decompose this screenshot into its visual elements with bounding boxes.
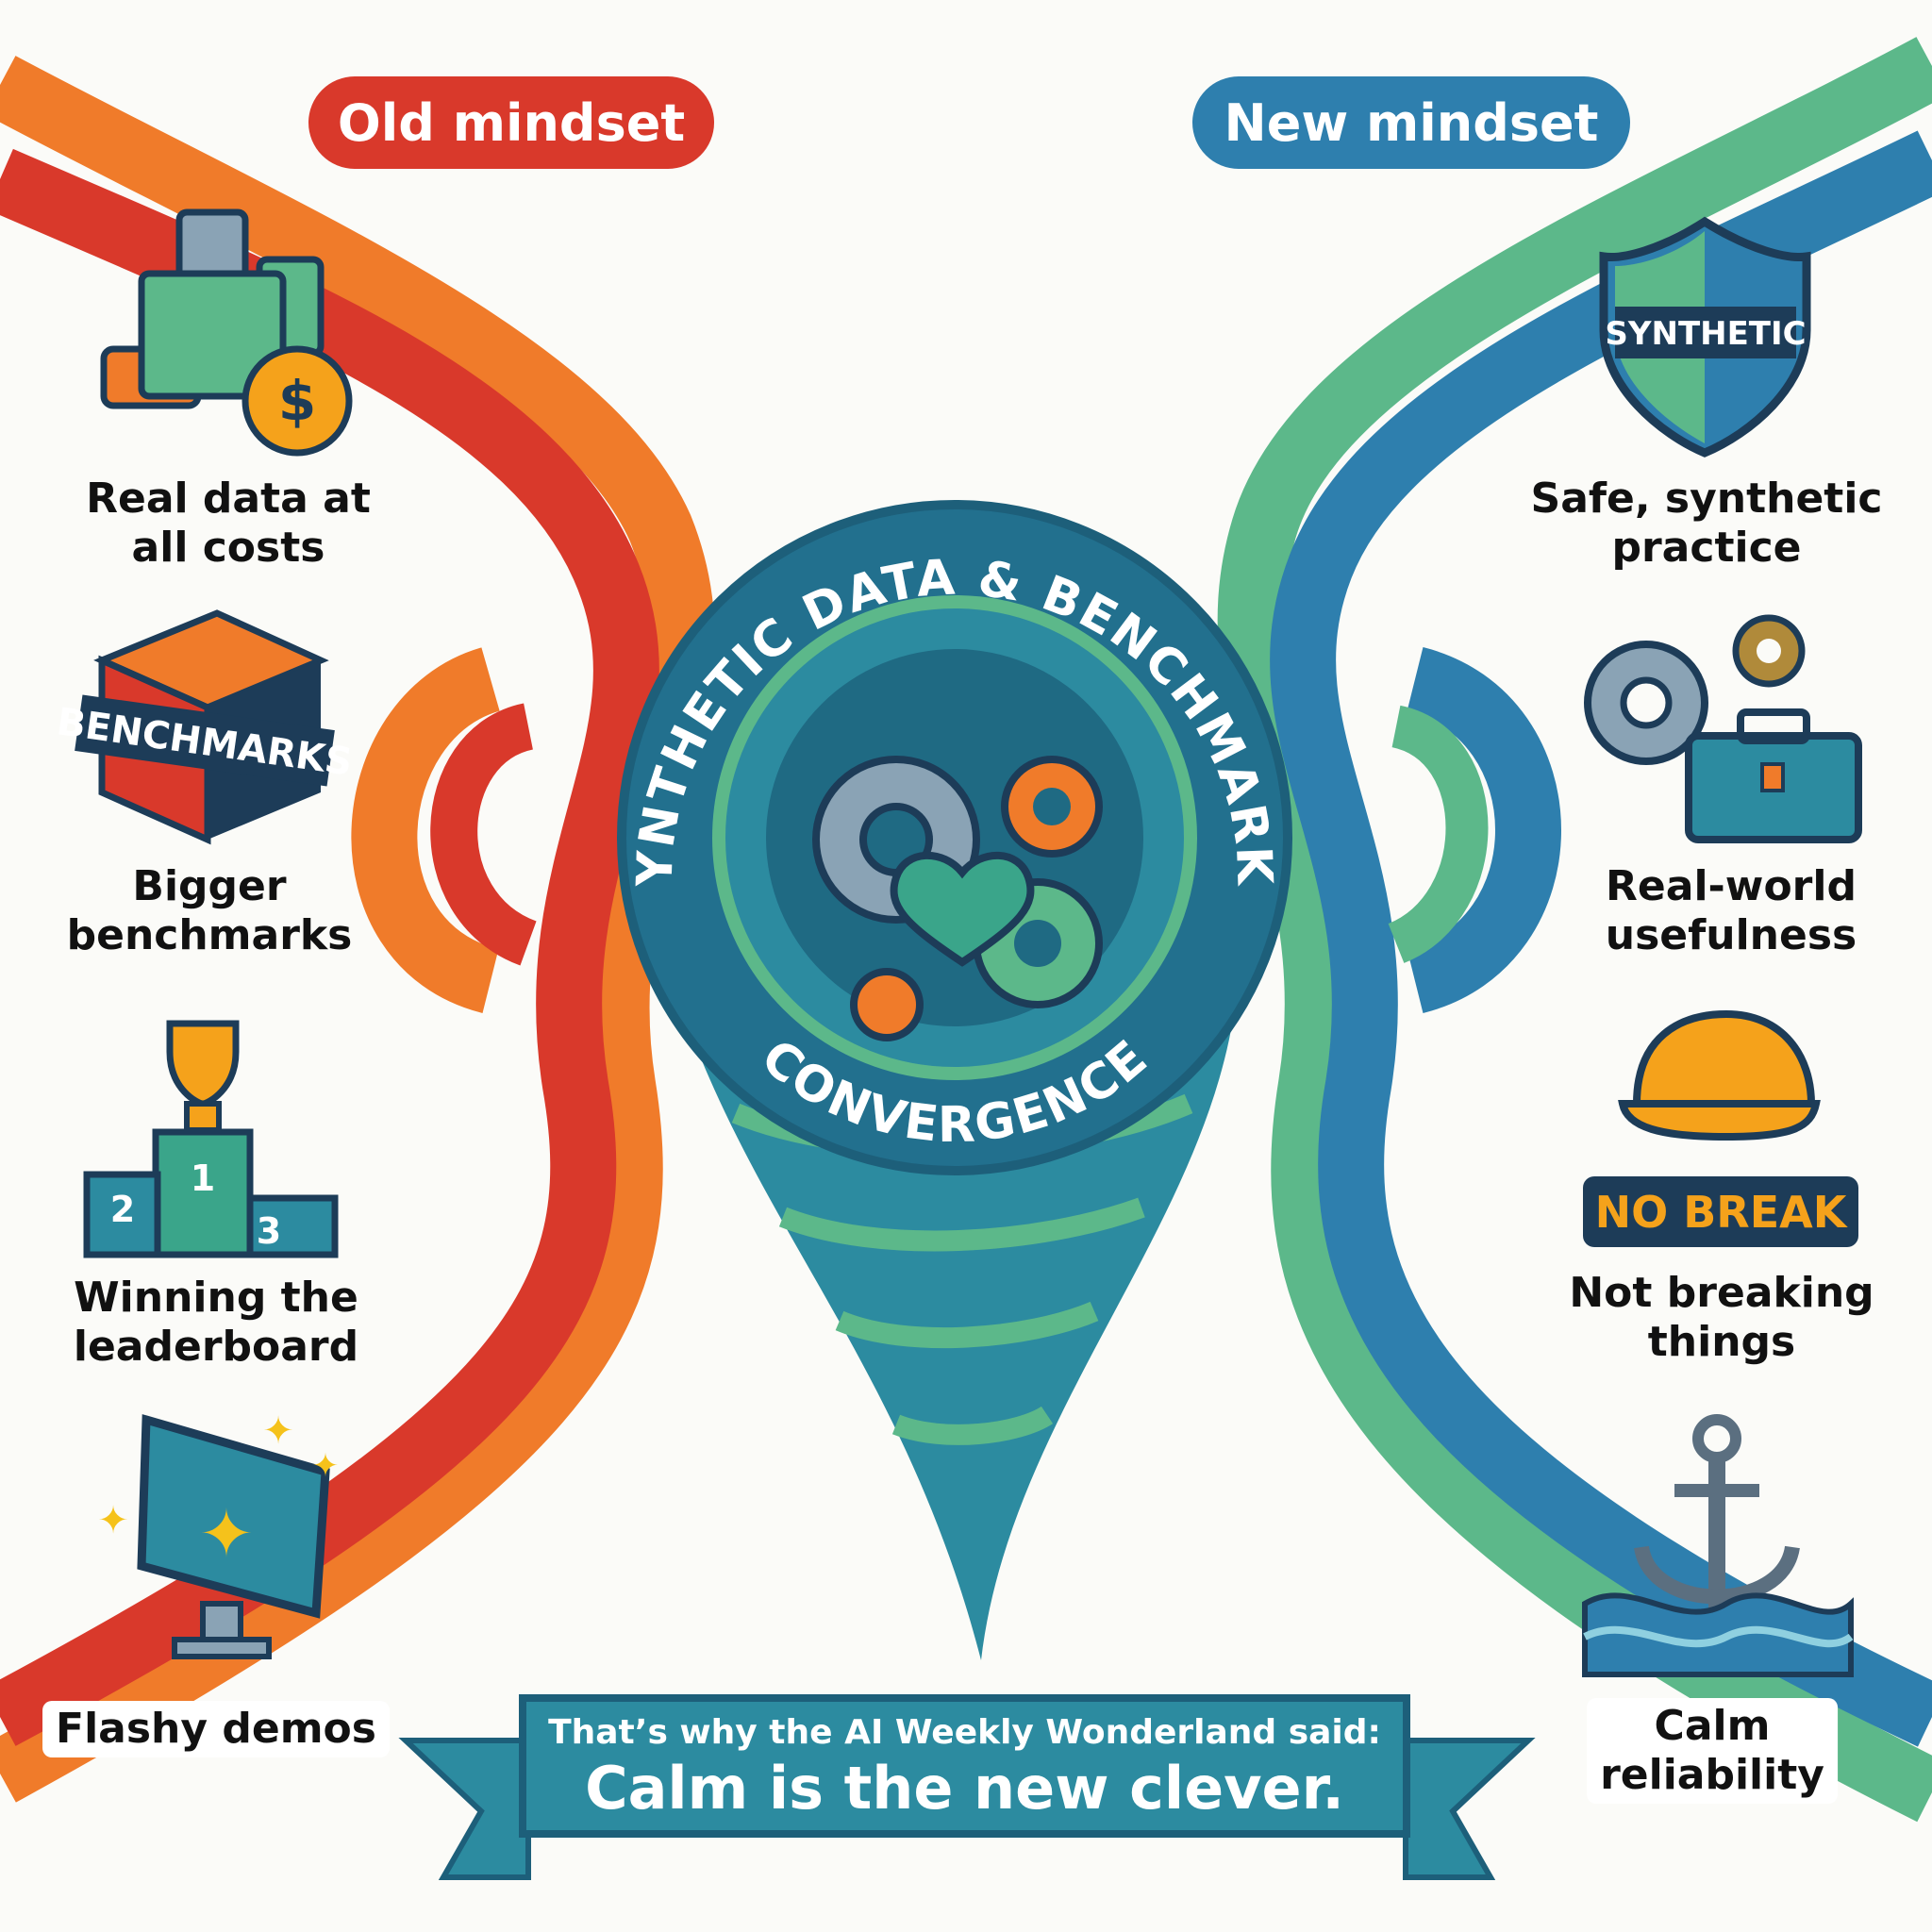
quote-banner: That’s why the AI Weekly Wonderland said… <box>519 1694 1410 1838</box>
svg-text:✦: ✦ <box>97 1499 129 1542</box>
anchor-waves-icon <box>1582 1414 1854 1677</box>
podium-trophy-icon: 1 2 3 <box>83 1020 339 1258</box>
no-break-badge: NO BREAK <box>1583 1176 1858 1247</box>
svg-text:$: $ <box>278 369 316 433</box>
svg-text:✦: ✦ <box>199 1495 255 1573</box>
banner-ribbon-tails <box>398 1738 1536 1880</box>
svg-text:✦: ✦ <box>262 1409 294 1453</box>
sparkling-monitor-icon: ✦ ✦ ✦ ✦ <box>97 1409 340 1659</box>
old-item-flashy-demos: Flashy demos <box>42 1701 390 1757</box>
banner-slogan: Calm is the new clever. <box>585 1754 1344 1823</box>
svg-text:1: 1 <box>191 1158 215 1199</box>
old-mindset-header: Old mindset <box>308 76 714 169</box>
gears-toolbox-icon <box>1584 614 1862 843</box>
svg-text:2: 2 <box>110 1189 135 1230</box>
gears-icon <box>812 756 1103 1041</box>
benchmarks-box-icon: BENCHMARKS <box>54 609 355 845</box>
svg-text:✦: ✦ <box>312 1447 340 1485</box>
banner-attribution: That’s why the AI Weekly Wonderland said… <box>548 1713 1381 1752</box>
shield-icon: SYNTHETIC <box>1599 216 1811 458</box>
money-stack-icon: $ <box>100 208 353 457</box>
hard-hat-icon <box>1618 1009 1821 1141</box>
heart-pulse-icon <box>890 851 1035 967</box>
new-mindset-header: New mindset <box>1192 76 1630 169</box>
svg-text:3: 3 <box>257 1210 281 1252</box>
svg-text:SYNTHETIC: SYNTHETIC <box>1605 315 1806 353</box>
